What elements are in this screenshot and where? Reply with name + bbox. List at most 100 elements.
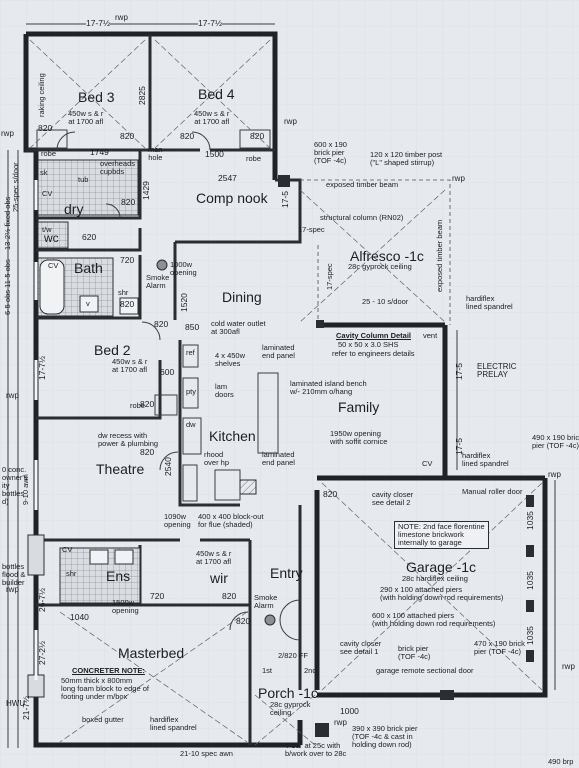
dimension-720-ens: 720	[150, 591, 165, 601]
bed4-door-swing	[191, 131, 211, 151]
room-comp-nook: Comp nook	[196, 190, 268, 206]
note-spec-door: 25-spec s/door	[11, 162, 20, 212]
dimension-17-5-comp: 17-5	[280, 190, 290, 208]
island-bench	[257, 372, 279, 454]
dimension-1035-a: 1035	[525, 511, 535, 530]
note-awn-910: 9-10 awn	[21, 474, 30, 505]
note-shs: 50 x 50 x 3.0 SHS	[338, 340, 399, 349]
garage-ceiling-diagonals	[321, 482, 543, 691]
note-spec-17: 17-spec	[298, 225, 325, 234]
ensuite-basin-2	[114, 549, 134, 565]
tag-ref: ref	[186, 348, 195, 357]
note-second: 2nd	[304, 666, 317, 675]
bed4-ceiling-diagonals	[154, 39, 271, 149]
note-wir-spec: 450w s & r at 1700 afl	[196, 549, 232, 566]
note-dw-recess: dw recess with power & plumbing	[98, 431, 159, 448]
tag-tub: tub	[78, 175, 89, 184]
dimension-2825: 2825	[137, 86, 147, 105]
note-spec-17-vertical: 17-spec	[325, 263, 334, 290]
room-kitchen: Kitchen	[209, 428, 256, 444]
note-cavity-column-detail: Cavity Column Detail	[336, 331, 412, 340]
garage-pier-1	[526, 495, 534, 507]
note-brick-pier-390: 390 x 390 brick pier (TOF -4c & cast in …	[352, 724, 418, 749]
note-attached-piers-600: 600 x 100 attached piers (with holding d…	[372, 611, 496, 628]
tag-v-bath: v	[86, 299, 90, 308]
note-shelves: 4 x 450w shelves	[215, 351, 246, 368]
room-wc: wc	[44, 231, 59, 245]
master-ceiling-diagonals	[59, 611, 248, 743]
laundry-floor-tiles	[37, 159, 139, 216]
dimension-1035-b: 1035	[525, 571, 535, 590]
tag-overheads: overheads cupbds	[100, 159, 136, 176]
theatre-door-swing	[159, 451, 179, 471]
bath-wall	[36, 255, 142, 320]
tag-rwp-bed4: rwp	[284, 117, 297, 126]
alfresco-ceiling-diagonals	[299, 189, 446, 323]
smoke-alarm-entry	[264, 614, 276, 626]
room-bed4: Bed 4	[198, 86, 235, 102]
note-t-bar: T bar at 25c with b/work over to 28c	[285, 741, 347, 758]
dimension-17-7-left: 17-7½	[37, 355, 47, 380]
dimension-720-bath: 720	[120, 255, 135, 265]
dimension-850: 850	[185, 322, 200, 332]
dimension-1040: 1040	[70, 612, 89, 622]
tag-rwp-garage: rwp	[548, 470, 561, 479]
note-rhood: rhood over hp	[204, 450, 230, 467]
dimension-27-2: 27-2½	[37, 640, 47, 665]
note-brick-pier-tof: brick pier (TOF -4c)	[398, 644, 431, 661]
room-porch: Porch -1c	[258, 685, 318, 701]
note-opening-1500: 1500w opening	[112, 598, 139, 615]
dimension-820-bath: 820	[120, 299, 135, 309]
tag-rwp-alfresco: rwp	[452, 174, 465, 183]
tag-rwp-left: rwp	[1, 129, 14, 138]
tag-rwp-garage-front: rwp	[562, 662, 575, 671]
note-hardiflex-spandrel-3: hardiflex lined spandrel	[150, 715, 197, 732]
garage-pier-3	[526, 600, 534, 612]
tag-rwp-bed2: rwp	[6, 391, 19, 400]
bath-tub	[39, 259, 65, 315]
note-hardiflex-spandrel-1: hardiflex lined spandrel	[466, 294, 513, 311]
tag-rwp-ens: rwp	[6, 585, 19, 594]
note-island-bench: laminated island bench w/- 210mm o/hang	[290, 379, 367, 396]
note-opening-1950: 1950w opening with soffit cornice	[330, 429, 388, 446]
dimension-820-bed2: 820	[154, 319, 169, 329]
dimension-2547: 2547	[218, 173, 237, 183]
note-brick-pier-490: 490 x 190 brick pier (TOF -4c)	[532, 433, 579, 450]
room-entry: Entry	[270, 565, 303, 581]
note-cavity-closer-2: cavity closer see detail 2	[372, 490, 414, 507]
note-brick-pier-470: 470 x 190 brick pier (TOF -4c)	[474, 639, 525, 656]
ensuite-basin-1	[89, 549, 109, 565]
dimension-820-garage: 820	[323, 489, 338, 499]
garage-pier-4	[526, 650, 534, 662]
bed3-robe	[36, 129, 68, 149]
dimension-1035-c: 1035	[525, 626, 535, 645]
dishwasher-sink	[182, 417, 202, 455]
dimension-820-laundry: 820	[121, 197, 136, 207]
dimension-1520: 1520	[179, 293, 189, 312]
note-exposed-beam: exposed timber beam	[326, 180, 399, 189]
tag-tw: t/w	[42, 225, 52, 234]
note-vent: vent	[423, 331, 438, 340]
room-wir: wir	[210, 570, 228, 586]
note-cold-water: cold water outlet at 300afl	[211, 319, 266, 336]
note-alfresco-ceiling: 28c gyprock ceiling	[348, 262, 412, 271]
bed4-robe	[239, 129, 271, 149]
dimension-820-bed3: 820	[38, 123, 53, 133]
bed3-door-swing	[56, 131, 76, 151]
bed2-robe	[154, 394, 178, 416]
note-concrete-body: 50mm thick x 800mm long foam block to ed…	[61, 676, 149, 701]
dimension-26-7: 26-7½	[37, 587, 47, 612]
note-conc-bottles: 0 conc. owner's ity bottles d)	[2, 465, 28, 506]
laundry-door-swing	[105, 203, 121, 219]
room-family: Family	[338, 399, 380, 415]
pantry	[182, 377, 199, 409]
dimension-1000: 1000	[340, 706, 359, 716]
dimension-820-robe: 820	[140, 399, 155, 409]
tag-rwp-top: rwp	[115, 13, 128, 22]
dimension-1500: 1500	[205, 149, 224, 159]
smoke-alarm-dining	[156, 259, 168, 271]
tag-shr-ens: shr	[66, 569, 77, 578]
